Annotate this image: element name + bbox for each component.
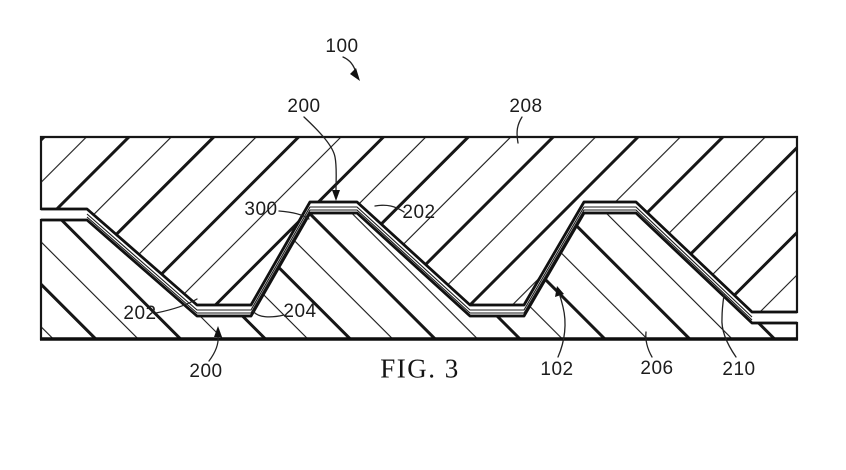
ref-label-200-top: 200 [287,96,321,117]
ref-label-202-lower: 202 [123,303,157,324]
leader-200-top [303,116,337,192]
ref-label-210: 210 [722,359,756,380]
thin-film-upper-line [86,206,753,318]
leader-204 [252,310,285,318]
interface-upper-boundary [41,200,797,314]
ref-label-206: 206 [640,358,674,379]
arrowhead-102 [555,286,564,297]
leader-200-bottom [208,335,219,362]
leader-208 [516,116,523,144]
ref-label-200-bottom: 200 [189,361,223,382]
leader-102 [557,295,566,358]
interface-lower-boundary [41,211,797,325]
figure-caption: FIG. 3 [380,353,460,384]
leader-210 [721,294,737,358]
thin-film-lower-line [86,209,753,321]
ref-label-100: 100 [325,36,359,57]
ref-label-202-upper: 202 [402,202,436,223]
ref-label-300: 300 [244,199,278,220]
leader-202-lower [155,298,198,314]
leader-206 [645,331,653,358]
ref-label-204: 204 [283,301,317,322]
arrowhead-200-bottom [214,326,222,337]
ref-label-102: 102 [540,359,574,380]
leader-202-upper [374,204,405,213]
arrowhead-100 [350,68,360,81]
ref-label-208: 208 [509,96,543,117]
arrowhead-200-top [332,190,340,201]
leader-300 [278,210,310,220]
